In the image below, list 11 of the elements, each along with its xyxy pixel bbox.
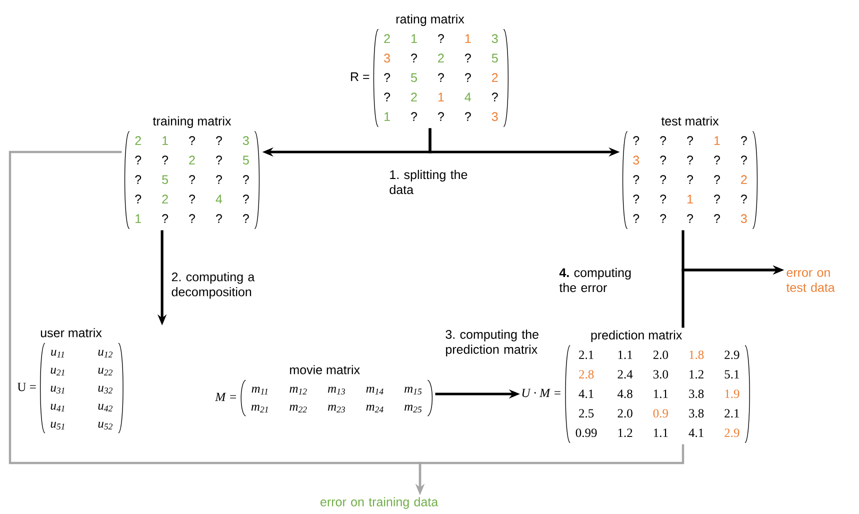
edge-label: 4. computing the error xyxy=(559,268,631,292)
matrix: rating matrix R = 2 1 ? 1 3 3 ? 2 ? 5 ? 5 ? ? 2 ? 2 1 4 ? 1 ? ? ? 3 xyxy=(351,14,509,128)
result-text: error on test data xyxy=(786,270,835,292)
result-text: error on training data xyxy=(320,497,438,509)
matrix: training matrix 2 1 ? ? 3 ? ? 2 ? 5 ? 5 ? ? ? ? 2 ? 4 ? 1 ? ? ? ? xyxy=(124,116,260,230)
matrix: test matrix ? ? ? 1 ? 3 ? ? ? ? ? ? ? ? 2 ? ? 1 ? ? ? ? ? ? 3 xyxy=(622,116,758,230)
edge-label: 3. computing the prediction matrix xyxy=(446,330,538,356)
edge-label: 2. computing a decomposition xyxy=(172,272,255,299)
edge-label: 1. splitting the data xyxy=(390,170,468,194)
matrix: user matrix U = u$_{11}$ u$_{12}$ u$_{21}$ u$_{22}$ u$_{31}$ u$_{32}$ u$_{41}$ u$_{42}$ u$_{51}$ u$_{52}$ xyxy=(17,328,124,434)
matrix: movie matrix M = m$_{11}$ m$_{12}$ m$_{13}$ m$_{14}$ m$_{15}$ m$_{21}$ m$_{22}$ m$_{23}$ m$_{24}$ m$_{25}$ xyxy=(215,365,433,416)
